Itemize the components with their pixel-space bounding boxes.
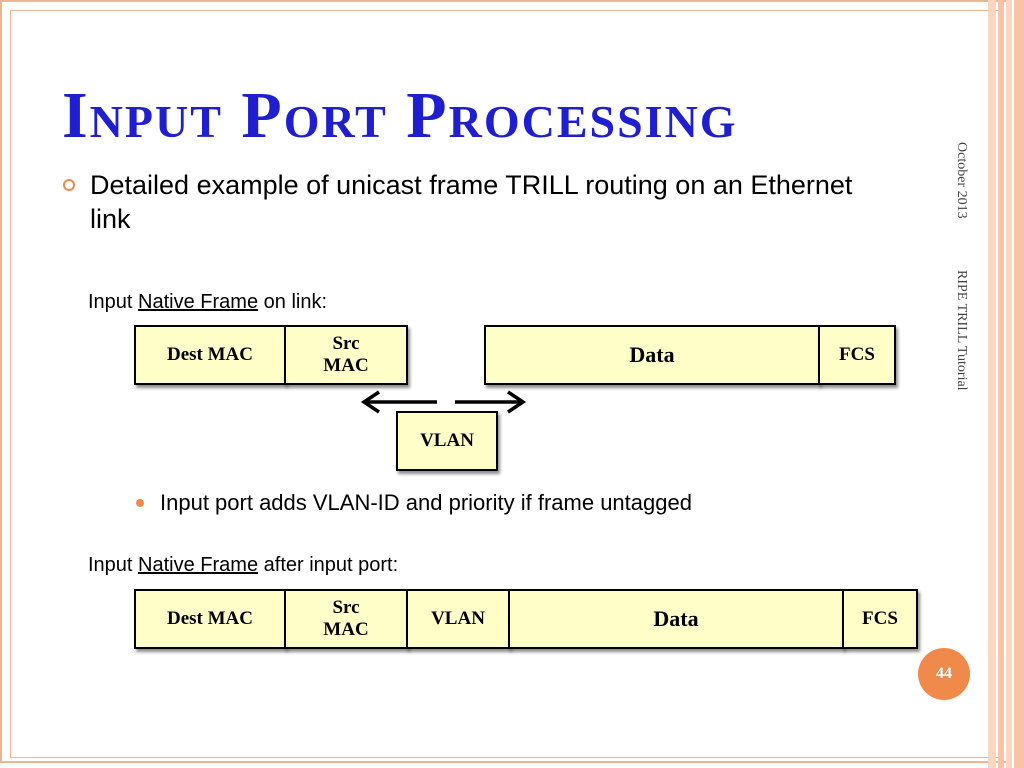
frame2-vlan: VLAN: [406, 589, 510, 649]
section2-suffix: after input port:: [258, 554, 399, 576]
section1-prefix: Input: [88, 291, 139, 313]
frame2-data-text: Data: [653, 606, 699, 632]
vlan-insert-text: VLAN: [420, 430, 474, 452]
slide-title: Input Port Processing: [62, 79, 738, 152]
frame2-src-line1: Src: [332, 597, 360, 619]
sub-bullet: Input port adds VLAN-ID and priority if …: [136, 490, 692, 516]
side-course: RIPE TRILL Tutorial: [954, 270, 969, 391]
page-number-badge: 44: [918, 648, 970, 700]
frame2-data: Data: [508, 589, 844, 649]
sub-bullet-text: Input port adds VLAN-ID and priority if …: [160, 490, 692, 515]
bullet-ring-icon: [63, 179, 75, 191]
page-number: 44: [936, 665, 952, 682]
frame1-src-line1: Src: [332, 333, 360, 355]
frame2-fcs: FCS: [842, 589, 918, 649]
side-date: October 2013: [954, 142, 969, 219]
frame2-fcs-text: FCS: [862, 608, 898, 630]
section2-link: Native Frame: [138, 554, 259, 576]
frame1-fcs-text: FCS: [839, 344, 875, 366]
frame1-data: Data: [484, 325, 820, 385]
side-stripe: [998, 0, 1004, 768]
frame2-dest-mac-text: Dest MAC: [166, 608, 253, 630]
side-stripe: [988, 0, 996, 768]
bullet-dot-icon: [136, 499, 144, 507]
side-stripe: [1014, 0, 1024, 768]
section1-label: Input Native Frame on link:: [88, 291, 327, 314]
frame1-data-text: Data: [629, 342, 675, 368]
frame2-dest-mac: Dest MAC: [134, 589, 286, 649]
section2-label: Input Native Frame after input port:: [88, 554, 398, 577]
section1-suffix: on link:: [258, 291, 328, 313]
left-arrow-icon: [360, 390, 380, 414]
frame1-src-line2: MAC: [323, 355, 369, 376]
right-arrow-icon: [507, 390, 527, 414]
side-stripe: [1006, 0, 1012, 768]
vlan-insert-box: VLAN: [396, 411, 498, 471]
frame1-dest-mac-text: Dest MAC: [166, 344, 253, 366]
main-bullet: Detailed example of unicast frame TRILL …: [63, 168, 890, 236]
frame2-src-line2: MAC: [323, 619, 369, 640]
section1-link: Native Frame: [138, 291, 259, 313]
frame1-fcs: FCS: [818, 325, 896, 385]
frame2-vlan-text: VLAN: [431, 608, 485, 630]
insertion-arrows: [360, 390, 527, 414]
main-bullet-text: Detailed example of unicast frame TRILL …: [90, 170, 853, 235]
frame1-dest-mac: Dest MAC: [134, 325, 286, 385]
section2-prefix: Input: [88, 554, 139, 576]
